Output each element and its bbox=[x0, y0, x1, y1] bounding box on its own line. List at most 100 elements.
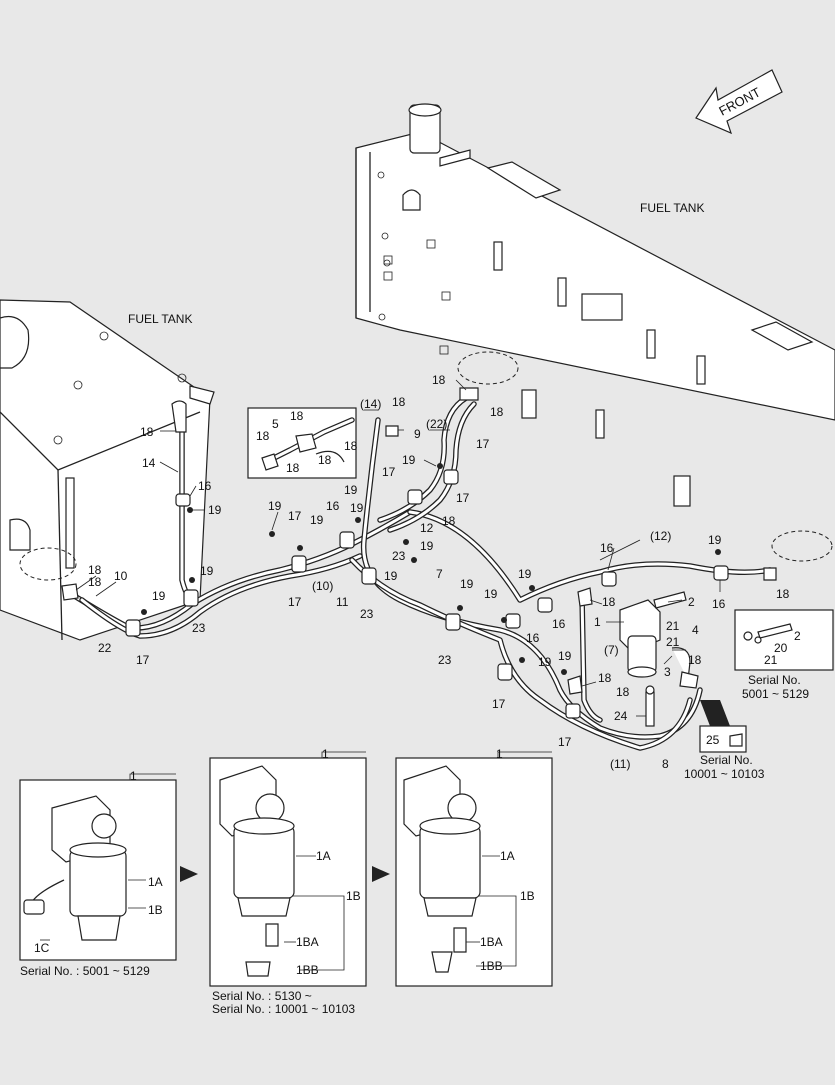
callout-19: 19 bbox=[268, 499, 282, 513]
callout-18: 18 bbox=[432, 373, 446, 387]
callout-17: 17 bbox=[288, 509, 302, 523]
callout-24: 24 bbox=[614, 709, 628, 723]
variant-c-callout-1a: 1A bbox=[500, 849, 515, 863]
callout-18: 18 bbox=[776, 587, 790, 601]
callout-14: 14 bbox=[142, 456, 156, 470]
callout-16: 16 bbox=[526, 631, 540, 645]
callout-18: 18 bbox=[602, 595, 616, 609]
callout-21: 21 bbox=[666, 619, 680, 633]
callout-18: 18 bbox=[392, 395, 406, 409]
callout-leaders bbox=[75, 379, 721, 717]
callout-18: 18 bbox=[598, 671, 612, 685]
callout-11p: (11) bbox=[610, 757, 630, 771]
callout-19: 19 bbox=[310, 513, 324, 527]
serial-inset-bottom-1: Serial No. bbox=[700, 753, 753, 767]
variant-panel-b: 1 1A 1B 1BA 1BB bbox=[209, 747, 367, 987]
serial-inset-right-1: Serial No. bbox=[748, 673, 801, 687]
callout-7p: (7) bbox=[604, 643, 619, 657]
callout-9: 9 bbox=[414, 427, 421, 441]
serial-a-label: Serial No. : 5001 ~ 5129 bbox=[20, 964, 150, 978]
callout-19: 19 bbox=[208, 503, 222, 517]
callout-19: 19 bbox=[402, 453, 416, 467]
bolts-and-fittings bbox=[61, 387, 777, 695]
callout-19: 19 bbox=[200, 564, 214, 578]
callout-2: 2 bbox=[688, 595, 695, 609]
serial-b-label-2: Serial No. : 10001 ~ 10103 bbox=[212, 1002, 355, 1016]
variant-a-callout-1b: 1B bbox=[148, 903, 163, 917]
variant-panel-a: 1 1A 1B 1C bbox=[19, 769, 177, 961]
callout-8: 8 bbox=[662, 757, 669, 771]
callout-17: 17 bbox=[476, 437, 490, 451]
callout-18: 18 bbox=[442, 514, 456, 528]
callout-16: 16 bbox=[552, 617, 566, 631]
callout-16: 16 bbox=[198, 479, 212, 493]
callout-11: 11 bbox=[336, 595, 349, 609]
fuel-filter-assembly bbox=[619, 591, 699, 727]
callout-21: 21 bbox=[764, 653, 778, 667]
callout-18: 18 bbox=[140, 425, 154, 439]
variant-b-callout-1bb: 1BB bbox=[296, 963, 319, 977]
fuel-tank-left-label: FUEL TANK bbox=[128, 312, 192, 326]
callout-23: 23 bbox=[192, 621, 206, 635]
callout-23: 23 bbox=[392, 549, 406, 563]
callout-12p: (12) bbox=[650, 529, 671, 543]
callout-18: 18 bbox=[290, 409, 304, 423]
callout-18: 18 bbox=[344, 439, 358, 453]
callout-19: 19 bbox=[484, 587, 498, 601]
callout-20: 20 bbox=[774, 641, 788, 655]
callout-12: 12 bbox=[420, 521, 434, 535]
variant-c-callout-1b: 1B bbox=[520, 889, 535, 903]
variant-c-callout-1: 1 bbox=[496, 747, 503, 761]
callout-18: 18 bbox=[616, 685, 630, 699]
callout-25: 25 bbox=[706, 733, 720, 747]
callout-19: 19 bbox=[344, 483, 358, 497]
callout-17: 17 bbox=[136, 653, 150, 667]
callout-17: 17 bbox=[456, 491, 470, 505]
callout-18: 18 bbox=[88, 563, 102, 577]
callout-18: 18 bbox=[256, 429, 270, 443]
callout-16: 16 bbox=[712, 597, 726, 611]
inset-clip-detail bbox=[699, 700, 747, 753]
callout-18: 18 bbox=[286, 461, 300, 475]
callout-23: 23 bbox=[438, 653, 452, 667]
callout-2: 2 bbox=[794, 629, 801, 643]
callout-14p: (14) bbox=[360, 397, 381, 411]
fuel-tank-right: FUEL TANK bbox=[355, 103, 835, 562]
variant-panel-c: 1 1A 1B 1BA 1BB bbox=[395, 747, 553, 987]
callout-22: 22 bbox=[98, 641, 112, 655]
callout-labels: 18 18 (14) 18 9 (22) 17 19 17 17 18 12 1… bbox=[88, 373, 801, 771]
callout-19: 19 bbox=[460, 577, 474, 591]
callout-19: 19 bbox=[558, 649, 572, 663]
callout-1: 1 bbox=[594, 615, 601, 629]
callout-5: 5 bbox=[272, 417, 279, 431]
callout-10p: (10) bbox=[312, 579, 333, 593]
callout-10: 10 bbox=[114, 569, 128, 583]
variant-a-callout-1a: 1A bbox=[148, 875, 163, 889]
callout-23: 23 bbox=[360, 607, 374, 621]
callout-17: 17 bbox=[492, 697, 506, 711]
callout-18: 18 bbox=[688, 653, 702, 667]
variant-b-callout-1a: 1A bbox=[316, 849, 331, 863]
callout-7: 7 bbox=[436, 567, 443, 581]
variant-b-callout-1ba: 1BA bbox=[296, 935, 319, 949]
inset-tee-fitting bbox=[247, 407, 357, 479]
arrow-right-icon bbox=[372, 866, 390, 882]
fuel-tank-right-label: FUEL TANK bbox=[640, 201, 704, 215]
hose-clamps bbox=[125, 469, 729, 719]
callout-19: 19 bbox=[350, 501, 364, 515]
callout-18: 18 bbox=[318, 453, 332, 467]
variant-c-callout-1bb: 1BB bbox=[480, 959, 503, 973]
callout-16: 16 bbox=[600, 541, 614, 555]
variant-b-callout-1b: 1B bbox=[346, 889, 361, 903]
callout-16: 16 bbox=[326, 499, 340, 513]
variant-a-callout-1c: 1C bbox=[34, 941, 50, 955]
callout-18: 18 bbox=[490, 405, 504, 419]
callout-21: 21 bbox=[666, 635, 680, 649]
callout-19: 19 bbox=[420, 539, 434, 553]
callout-19: 19 bbox=[708, 533, 722, 547]
variant-b-callout-1: 1 bbox=[322, 747, 329, 761]
callout-17: 17 bbox=[558, 735, 572, 749]
callout-19: 19 bbox=[384, 569, 398, 583]
